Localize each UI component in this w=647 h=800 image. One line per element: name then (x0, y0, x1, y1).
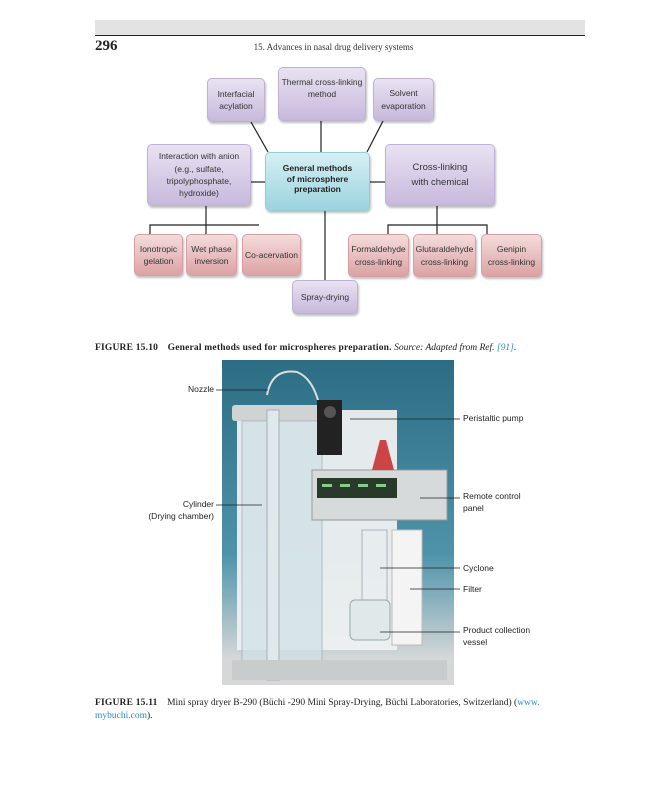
node-cross-linking-chemical: Cross-linking with chemical (385, 144, 495, 206)
figure-label: FIGURE 15.11 (95, 698, 158, 708)
header-bar (95, 20, 585, 36)
label-product-collection-vessel: Product collection vessel (463, 625, 531, 647)
node-wet-phase-inversion: Wet phase inversion (186, 234, 237, 276)
node-interaction-with-anion: Interaction with anion (e.g., sulfate, t… (147, 144, 251, 206)
node-spray-drying: Spray-drying (292, 280, 358, 314)
node-genipin: Genipin cross-linking (481, 234, 542, 277)
node-general-methods: General methods of microsphere preparati… (265, 152, 370, 211)
figure-source: Source: Adapted from Ref. (394, 343, 495, 353)
node-solvent-evaporation: Solvent evaporation (373, 78, 434, 121)
figure-15-11-caption: FIGURE 15.11 Mini spray dryer B-290 (Büc… (95, 697, 585, 724)
caption-end: ). (146, 711, 153, 722)
node-glutaraldehyde: Glutaraldehyde cross-linking (413, 234, 476, 277)
label-remote-control-panel: Remote control panel (463, 491, 521, 513)
reference-link[interactable]: [91] (496, 343, 514, 353)
label-peristaltic-pump: Peristaltic pump (463, 413, 524, 423)
website-link[interactable]: www. mybuchi.com (95, 698, 540, 722)
page-number: 296 (95, 38, 118, 54)
node-co-acervation: Co-acervation (242, 234, 301, 276)
label-nozzle: Nozzle (188, 384, 214, 394)
caption-end: . (513, 343, 517, 353)
figure-label: FIGURE 15.10 (95, 343, 159, 353)
figure-text: Mini spray dryer B-290 (Büchi -290 Mini … (167, 698, 518, 708)
diagram-connectors (149, 120, 488, 280)
label-cylinder: Cylinder (Drying chamber) (148, 499, 214, 521)
spray-dryer-photo (222, 360, 454, 685)
node-thermal-cross-linking: Thermal cross-linking method (278, 67, 366, 121)
figure-title: General methods used for microspheres pr… (167, 343, 392, 353)
figure-15-10-caption: FIGURE 15.10 General methods used for mi… (95, 342, 585, 355)
label-filter: Filter (463, 584, 482, 594)
node-ionotropic-gelation: Ionotropic gelation (134, 234, 183, 276)
label-cyclone: Cyclone (463, 563, 494, 573)
running-head: 15. Advances in nasal drug delivery syst… (253, 42, 414, 52)
node-formaldehyde: Formaldehyde cross-linking (348, 234, 409, 277)
spray-dryer-illustration (232, 370, 448, 681)
node-interfacial-acylation: Interfacial acylation (207, 78, 265, 122)
